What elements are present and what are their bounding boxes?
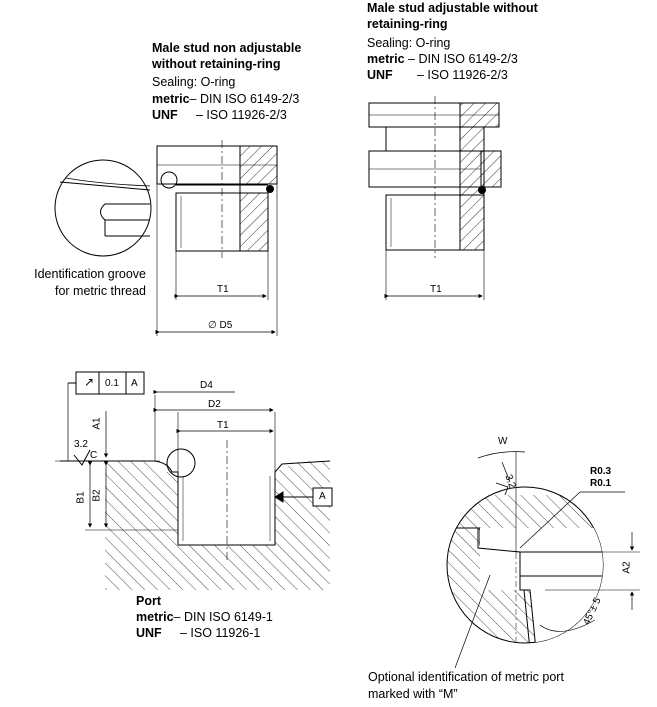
adjustable-metric-value: – DIN ISO 6149-2/3 bbox=[408, 52, 518, 66]
t1-label-right: T1 bbox=[430, 284, 442, 295]
datum-c-label: C bbox=[90, 450, 98, 461]
adjustable-sealing: Sealing: O-ring bbox=[367, 36, 451, 50]
groove-note-line1: Identification groove bbox=[34, 267, 146, 281]
non-adjustable-stud-drawing bbox=[155, 140, 278, 336]
d2-label: D2 bbox=[208, 399, 221, 410]
t1-label-left: T1 bbox=[217, 284, 229, 295]
non-adjustable-unf-value: – ISO 11926-2/3 bbox=[196, 108, 287, 122]
optional-note-line2: marked with “M” bbox=[368, 687, 458, 701]
adjustable-unf-key: UNF bbox=[367, 68, 393, 82]
non-adjustable-metric-value: – DIN ISO 6149-2/3 bbox=[189, 92, 300, 106]
w-label: W bbox=[498, 436, 508, 447]
adjustable-metric-row: metric – DIN ISO 6149-2/3 bbox=[367, 51, 518, 67]
adjustable-title-line1: Male stud adjustable without bbox=[367, 1, 538, 15]
r01-label: R0.1 bbox=[590, 478, 612, 489]
port-detail-drawing bbox=[446, 451, 640, 669]
non-adjustable-metric-row: metric– DIN ISO 6149-2/3 bbox=[152, 91, 299, 107]
port-metric-value: – DIN ISO 6149-1 bbox=[173, 610, 273, 624]
port-metric-key: metric bbox=[136, 610, 174, 624]
tolerance-value: 0.1 bbox=[105, 378, 119, 389]
tolerance-datum: A bbox=[131, 378, 138, 389]
port-drawing bbox=[55, 371, 333, 590]
non-adjustable-metric-key: metric bbox=[152, 92, 190, 106]
port-unf-value: – ISO 11926-1 bbox=[180, 626, 261, 640]
groove-note-line2: for metric thread bbox=[54, 284, 146, 298]
b1-label: B1 bbox=[75, 491, 87, 504]
a2-label: A2 bbox=[621, 561, 633, 574]
non-adjustable-sealing: Sealing: O-ring bbox=[152, 75, 236, 89]
r03-label: R0.3 bbox=[590, 466, 612, 477]
a1-label: A1 bbox=[91, 417, 103, 430]
b2-label: B2 bbox=[91, 489, 103, 502]
non-adjustable-unf-row: UNF – ISO 11926-2/3 bbox=[152, 107, 287, 123]
d5-label: ∅ D5 bbox=[208, 320, 233, 331]
roughness-label: 3.2 bbox=[74, 439, 88, 450]
port-metric-row: metric– DIN ISO 6149-1 bbox=[136, 609, 273, 625]
port-unf-row: UNF – ISO 11926-1 bbox=[136, 625, 260, 641]
d4-label: D4 bbox=[200, 380, 213, 391]
non-adjustable-title-line1: Male stud non adjustable bbox=[152, 41, 302, 55]
adjustable-title-line2: retaining-ring bbox=[367, 17, 448, 31]
groove-detail-bubble bbox=[54, 159, 152, 257]
adjustable-unf-row: UNF – ISO 11926-2/3 bbox=[367, 67, 508, 83]
adjustable-unf-value: – ISO 11926-2/3 bbox=[417, 68, 508, 82]
optional-note-line1: Optional identification of metric port bbox=[368, 670, 564, 684]
port-unf-key: UNF bbox=[136, 626, 162, 640]
adjustable-metric-key: metric bbox=[367, 52, 405, 66]
datum-a-label: A bbox=[319, 491, 326, 502]
non-adjustable-unf-key: UNF bbox=[152, 108, 178, 122]
port-title: Port bbox=[136, 594, 161, 608]
adjustable-stud-drawing bbox=[368, 96, 502, 300]
tolerance-symbol: ↗ bbox=[84, 375, 95, 389]
t1-label-port: T1 bbox=[217, 420, 229, 431]
non-adjustable-title-line2: without retaining-ring bbox=[152, 57, 281, 71]
